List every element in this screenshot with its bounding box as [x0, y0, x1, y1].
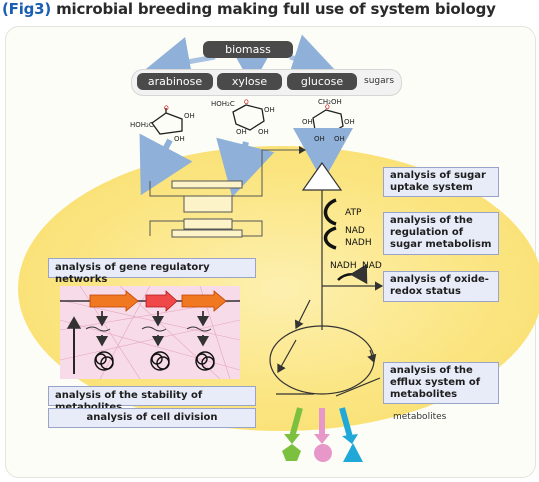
nadh-nad-arc-icon [337, 263, 368, 285]
figure-title: (Fig3) microbial breeding making full us… [2, 0, 496, 18]
box-cell-division: analysis of cell division [48, 408, 256, 428]
box-stability: analysis of the stability of metabolites [48, 386, 256, 413]
arabinose-uptake-arrow [139, 133, 193, 196]
xylose-ring-icon: O [232, 99, 265, 131]
efflux-arrowhead-pink-icon [314, 434, 330, 444]
svg-text:O: O [325, 104, 330, 111]
box-redox: analysis of oxide-redox status [383, 271, 499, 302]
nad-arc-icon [323, 226, 337, 250]
glucose-group: OH [302, 118, 313, 126]
box-sugar-uptake: analysis of sugar uptake system [383, 167, 499, 197]
arabinose-group: HOH₂C [130, 121, 154, 129]
atp-arc-icon [323, 198, 337, 226]
arabinose-group: OH [174, 135, 185, 143]
xylose-group: OH [236, 128, 247, 136]
dna-coil-icon [94, 351, 215, 371]
xylose-uptake-arrow [216, 137, 275, 198]
gene-expression-panel [60, 286, 240, 379]
nadh-label-2: NADH [330, 261, 357, 271]
gene-arrow-icon [89, 290, 139, 312]
glucose-ring-icon: O [312, 104, 344, 135]
metabolites-label: metabolites [393, 412, 447, 422]
glucose-group: OH [344, 118, 355, 126]
biomass-arrows [145, 34, 338, 87]
gene-arrow-icon [145, 290, 178, 312]
atp-label: ATP [345, 208, 362, 218]
efflux-arrowhead-green-icon [284, 434, 300, 444]
gene-panel-graphics [60, 286, 240, 379]
sugar-xylose: xylose [217, 73, 282, 90]
metabolism-network [149, 146, 306, 238]
xylose-group: OH [264, 106, 275, 114]
triangle-transporter-icon [301, 161, 343, 191]
nad-label-2: NAD [362, 261, 382, 271]
svg-text:O: O [164, 105, 169, 112]
sugar-arabinose: arabinose [137, 73, 213, 90]
nadh-label: NADH [345, 238, 372, 248]
efflux-arrowhead-blue-icon [342, 434, 358, 444]
triangle-metabolite-icon [343, 443, 363, 462]
xylose-group: HOH₂C [211, 100, 235, 108]
arabinose-ring-icon: O [151, 105, 183, 135]
sugars-caption: sugars [364, 76, 395, 86]
biomass-label: biomass [203, 41, 293, 58]
arabinose-group: OH [184, 112, 195, 120]
box-sugar-metabolism: analysis of the regulation of sugar meta… [383, 212, 499, 255]
sugar-glucose: glucose [287, 73, 357, 90]
efflux-arrow-blue [339, 407, 353, 438]
box-efflux: analysis of the efflux system of metabol… [383, 362, 499, 404]
efflux-arrow-green [289, 407, 303, 438]
gene-arrow-icon [181, 290, 227, 312]
figure-title-text: microbial breeding making full use of sy… [51, 0, 496, 18]
pentagon-metabolite-icon [282, 444, 301, 461]
figure-tag: (Fig3) [2, 0, 52, 18]
box-gene-networks: analysis of gene regulatory networks [48, 258, 256, 285]
metabolic-cycle [269, 299, 381, 397]
glucose-group: CH₂OH [318, 98, 342, 106]
circle-metabolite-icon [314, 444, 332, 462]
nad-label: NAD [345, 226, 365, 236]
glucose-group: OH [334, 135, 345, 143]
svg-text:O: O [244, 99, 249, 106]
glucose-group: OH [314, 135, 325, 143]
xylose-group: OH [258, 128, 269, 136]
